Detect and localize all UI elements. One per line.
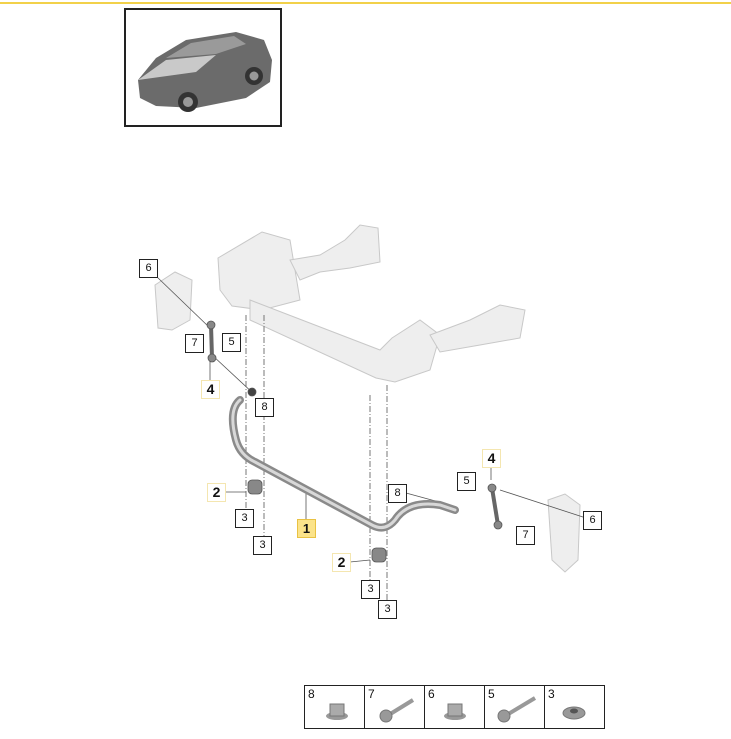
callout-3[interactable]: 3 xyxy=(235,509,254,528)
callout-6[interactable]: 6 xyxy=(139,259,158,278)
callout-3[interactable]: 3 xyxy=(253,536,272,555)
legend-item[interactable]: 5 xyxy=(485,686,545,728)
subframe-crossmember xyxy=(249,299,441,383)
stabilizer-exploded-view xyxy=(154,224,587,600)
hex-nut-icon xyxy=(562,706,586,720)
flange-nut-icon xyxy=(444,703,466,720)
legend-number: 8 xyxy=(308,687,315,701)
vehicle-thumbnail[interactable] xyxy=(124,8,282,127)
callout-6[interactable]: 6 xyxy=(583,511,602,530)
callout-4[interactable]: 4 xyxy=(482,449,501,468)
callout-3[interactable]: 3 xyxy=(361,580,380,599)
callout-3[interactable]: 3 xyxy=(378,600,397,619)
control-arm-rear xyxy=(289,224,381,281)
legend-number: 5 xyxy=(488,687,495,701)
callout-4[interactable]: 4 xyxy=(201,380,220,399)
knuckle-right xyxy=(547,493,581,573)
parts-legend: 8 7 6 5 3 xyxy=(304,685,605,729)
bolt-icon xyxy=(497,696,537,723)
control-arm-right xyxy=(429,304,526,353)
bolt-icon xyxy=(379,698,415,723)
callout-8[interactable]: 8 xyxy=(388,484,407,503)
callout-7[interactable]: 7 xyxy=(516,526,535,545)
callout-5[interactable]: 5 xyxy=(222,333,241,352)
callout-5[interactable]: 5 xyxy=(457,472,476,491)
header-rule xyxy=(0,2,731,4)
legend-number: 7 xyxy=(368,687,375,701)
legend-item[interactable]: 7 xyxy=(365,686,425,728)
legend-number: 3 xyxy=(548,687,555,701)
callout-1-stabilizer[interactable]: 1 xyxy=(297,519,316,538)
callout-2[interactable]: 2 xyxy=(332,553,351,572)
flange-nut-icon xyxy=(326,703,348,720)
subframe-left-tower xyxy=(217,231,301,311)
callout-8[interactable]: 8 xyxy=(255,398,274,417)
suv-icon xyxy=(138,32,272,112)
legend-item[interactable]: 6 xyxy=(425,686,485,728)
knuckle-left xyxy=(154,271,193,331)
callout-2[interactable]: 2 xyxy=(207,483,226,502)
callout-7[interactable]: 7 xyxy=(185,334,204,353)
legend-item[interactable]: 3 xyxy=(545,686,604,728)
legend-item[interactable]: 8 xyxy=(305,686,365,728)
bracket-left xyxy=(247,479,263,495)
legend-number: 6 xyxy=(428,687,435,701)
bracket-right xyxy=(371,547,387,563)
